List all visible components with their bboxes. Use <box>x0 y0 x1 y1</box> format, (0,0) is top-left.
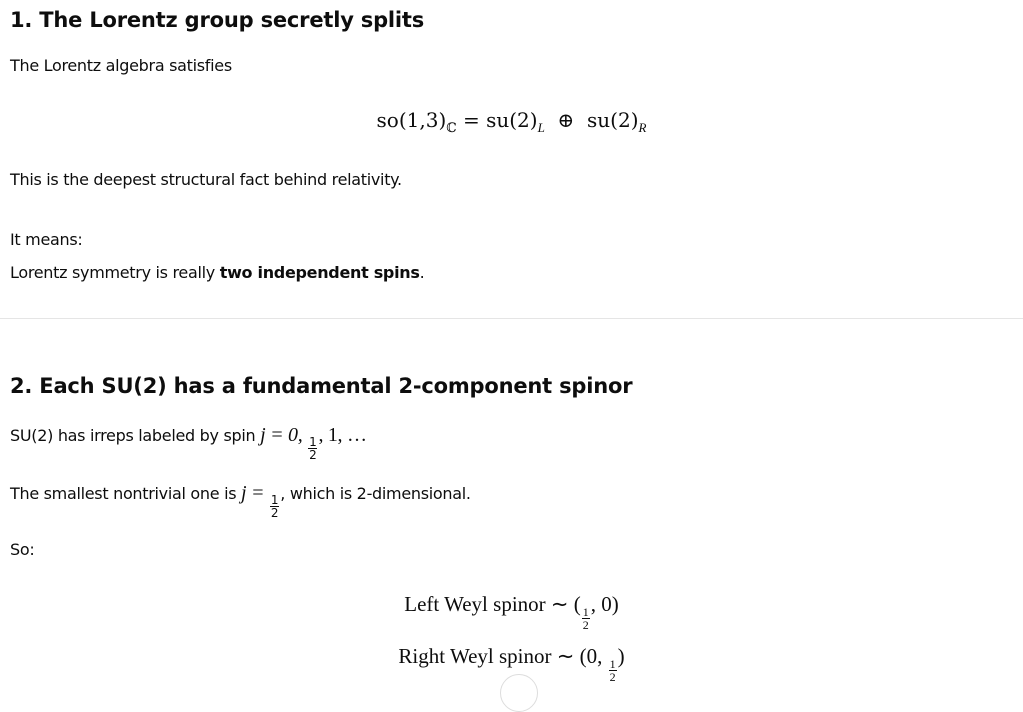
irreps-math-post: , 1, … <box>318 424 367 446</box>
so-text: So: <box>10 540 35 559</box>
means-text: It means: <box>10 230 83 249</box>
lhs: so(1,3) <box>376 108 447 132</box>
su2-right: su(2) <box>587 108 639 132</box>
irreps-pre: SU(2) has irreps labeled by spin <box>10 426 261 445</box>
claim-pre: Lorentz symmetry is really <box>10 263 220 282</box>
den: 2 <box>270 506 279 521</box>
section-heading-1: 1. The Lorentz group secretly splits <box>10 8 425 32</box>
smallest-pre: The smallest nontrivial one is <box>10 484 242 503</box>
irreps-text: SU(2) has irreps labeled by spin j = 0, … <box>10 424 367 461</box>
claim-bold: two independent spins <box>219 263 420 282</box>
den: 2 <box>309 448 317 463</box>
irreps-math: j = 0, <box>260 424 308 446</box>
num: 1 <box>581 605 590 620</box>
num: 1 <box>608 657 617 672</box>
equals: = <box>462 108 480 132</box>
right-label: Right Weyl spinor <box>398 644 552 668</box>
direct-sum: ⊕ <box>557 108 575 132</box>
smallest-math: j = <box>241 482 269 504</box>
den: 2 <box>582 618 589 633</box>
sub-r: R <box>638 120 647 135</box>
claim-text: Lorentz symmetry is really two independe… <box>10 263 425 282</box>
sub-l: L <box>537 120 545 135</box>
left-label: Left Weyl spinor <box>404 592 546 616</box>
lhs-sub: ℂ <box>446 121 457 136</box>
intro-text: The Lorentz algebra satisfies <box>10 56 232 75</box>
claim-post: . <box>419 263 425 282</box>
lorentz-equation: so(1,3)ℂ = su(2)L ⊕ su(2)R <box>0 108 1023 136</box>
right-post: ) <box>617 644 625 668</box>
divider <box>0 318 1023 319</box>
left-rel: ∼ ( <box>545 592 581 616</box>
num: 1 <box>269 493 280 508</box>
smallest-post: , which is 2-dimensional. <box>280 484 471 503</box>
left-post: , 0) <box>590 592 619 616</box>
su2-left: su(2) <box>486 108 538 132</box>
num: 1 <box>308 435 318 450</box>
right-rel: ∼ (0, <box>551 644 608 668</box>
den: 2 <box>609 670 616 685</box>
section-heading-2: 2. Each SU(2) has a fundamental 2-compon… <box>10 374 633 398</box>
scroll-down-button[interactable] <box>500 674 538 712</box>
fact-text: This is the deepest structural fact behi… <box>10 170 402 189</box>
